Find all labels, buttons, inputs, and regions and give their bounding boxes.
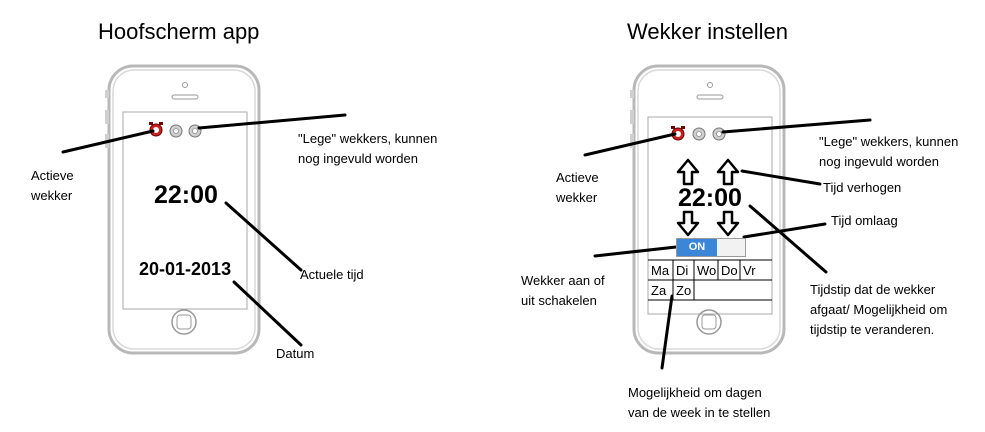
annotation-active-alarm-left: Actieve wekker [31, 168, 74, 203]
annotation-toggle: Wekker aan of uit schakelen [521, 273, 605, 308]
annotation-date: Datum [276, 346, 315, 361]
screen-title-left: Hoofscherm app [98, 19, 260, 44]
callout-lines-left [61, 113, 347, 347]
hour-up-arrow-icon[interactable] [676, 158, 700, 186]
screen-title-right: Wekker instellen [627, 19, 788, 44]
phone-right [630, 64, 786, 355]
alarm-on-off-toggle[interactable]: ON [676, 238, 746, 257]
empty-alarm-clock-icon[interactable] [169, 124, 183, 138]
day-friday[interactable]: Vr [743, 263, 756, 278]
minute-up-arrow-icon[interactable] [716, 158, 740, 186]
active-alarm-clock-icon[interactable] [149, 122, 163, 137]
day-wednesday[interactable]: Wo [697, 263, 717, 278]
annotation-days: Mogelijkheid om dagen van de week in te … [628, 385, 771, 420]
day-saturday[interactable]: Za [651, 283, 667, 298]
day-sunday[interactable]: Zo [676, 283, 692, 298]
empty-alarm-clock-icon[interactable] [692, 127, 706, 141]
hour-down-arrow-icon[interactable] [676, 210, 700, 237]
annotation-empty-alarms-right: "Lege" wekkers, kunnen nog ingevuld word… [819, 134, 959, 169]
empty-alarm-clock-icon[interactable] [712, 127, 726, 141]
annotation-time-up: Tijd verhogen [823, 180, 902, 195]
current-time-display: 22:00 [154, 181, 218, 209]
day-tuesday[interactable]: Di [676, 263, 689, 278]
annotation-active-alarm-right: Actieve wekker [556, 170, 599, 205]
alarm-time-display[interactable]: 22:00 [678, 184, 742, 212]
annotation-empty-alarms-left: "Lege" wekkers, kunnen nog ingevuld word… [298, 131, 438, 166]
toggle-on-label: ON [677, 239, 717, 256]
minute-down-arrow-icon[interactable] [716, 210, 740, 237]
active-alarm-clock-icon[interactable] [671, 126, 685, 141]
annotation-current-time: Actuele tijd [300, 267, 364, 282]
day-thursday[interactable]: Do [721, 263, 738, 278]
annotation-time-down: Tijd omlaag [831, 213, 898, 228]
day-monday[interactable]: Ma [651, 263, 670, 278]
callout-lines-right [583, 118, 872, 370]
date-display: 20-01-2013 [139, 259, 232, 279]
day-grid [648, 259, 772, 301]
annotation-alarm-time: Tijdstip dat de wekker afgaat/ Mogelijkh… [810, 282, 948, 337]
